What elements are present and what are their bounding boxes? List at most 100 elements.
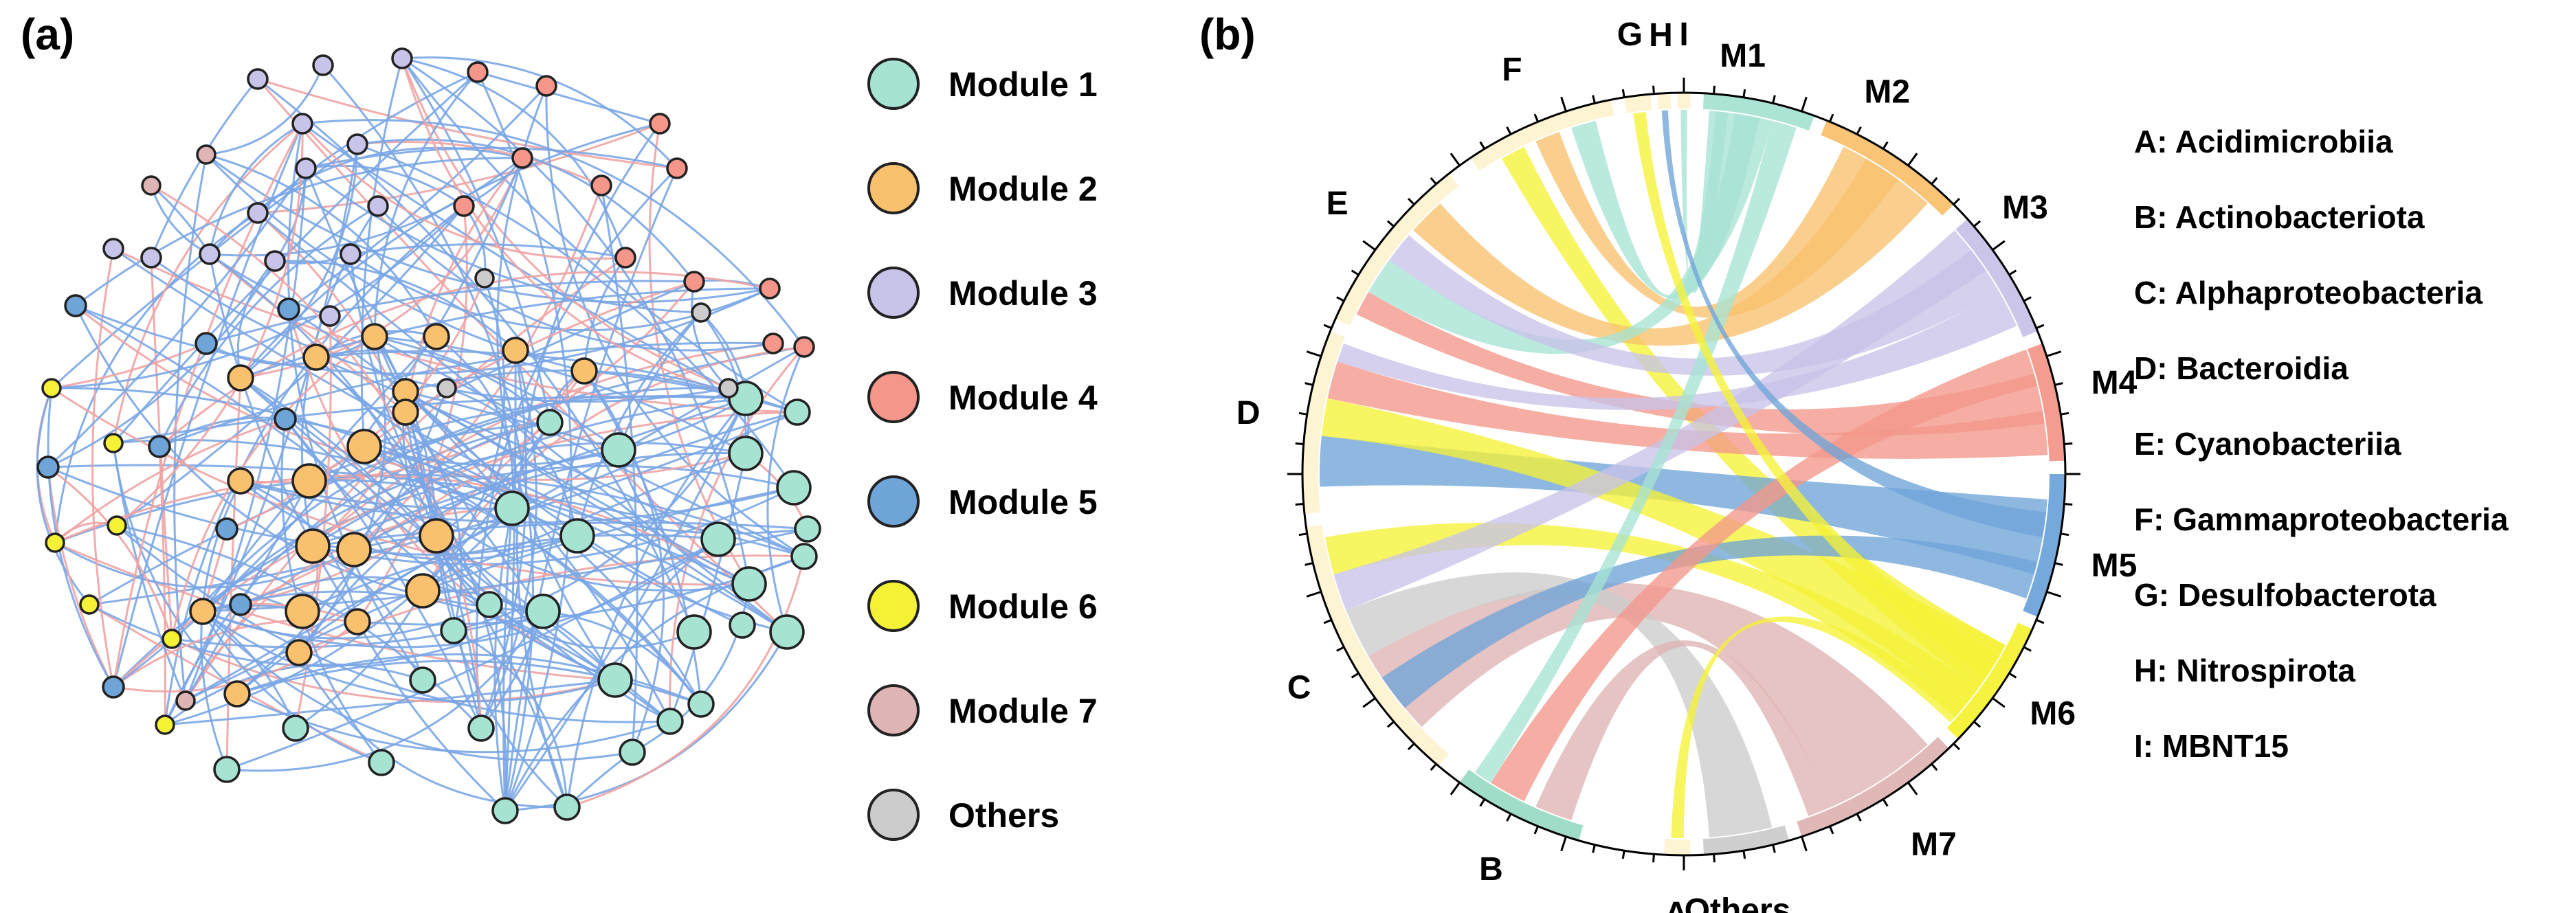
axis-tick	[2046, 350, 2062, 357]
legend-label: Module 7	[948, 692, 1098, 730]
axis-tick	[1450, 153, 1461, 166]
network-edge	[164, 663, 423, 726]
network-edge	[164, 421, 551, 725]
network-node	[784, 398, 811, 426]
network-edge	[208, 146, 523, 256]
network-node	[213, 756, 241, 783]
network-node	[762, 332, 784, 354]
taxon-key-entry: A: Acidimicrobiia	[2134, 124, 2393, 159]
network-edge	[89, 603, 544, 667]
axis-tick	[1592, 95, 1596, 104]
network-edge	[75, 304, 746, 481]
axis-tick	[1742, 850, 1746, 859]
axis-tick	[1533, 113, 1539, 122]
network-node	[368, 749, 395, 776]
axis-tick	[1430, 177, 1437, 185]
network-edge	[312, 397, 746, 548]
network-edge	[256, 212, 407, 413]
axis-tick	[1408, 743, 1415, 750]
network-node	[728, 436, 764, 471]
network-node	[312, 54, 334, 76]
taxon-key-entry: E: Cyanobacteriia	[2134, 426, 2401, 462]
network-node	[536, 409, 564, 436]
network-node	[391, 47, 413, 69]
network-edge	[201, 441, 746, 613]
legend-label: Module 1	[948, 65, 1098, 104]
axis-tick	[2036, 619, 2045, 624]
axis-tick	[1323, 324, 1332, 329]
network-node	[140, 247, 162, 269]
legend-swatch	[867, 267, 920, 319]
segment-E	[1335, 173, 1459, 326]
legend-swatch	[867, 684, 920, 736]
chord-C-M7	[1368, 583, 1928, 807]
network-edge	[583, 370, 665, 753]
chord-D-M5	[1320, 436, 2047, 575]
segment-label-Others: Others	[1685, 892, 1791, 913]
chord-ticks	[1287, 78, 2080, 870]
axis-tick	[1856, 813, 1862, 822]
axis-tick	[1430, 763, 1437, 771]
chord-I-M1	[1680, 110, 1729, 293]
network-node	[291, 113, 313, 135]
chord-B-M1	[1475, 120, 1797, 783]
axis-tick	[2008, 672, 2017, 679]
axis-tick	[1560, 836, 1567, 852]
axis-tick	[1304, 382, 1313, 386]
axis-tick	[1772, 844, 1776, 853]
axis-tick	[1560, 96, 1567, 112]
axis-tick	[1931, 177, 1938, 185]
axis-tick	[1621, 850, 1625, 859]
network-edge	[496, 85, 617, 681]
network-node	[64, 294, 87, 317]
network-edge	[54, 541, 616, 681]
network-node	[282, 714, 309, 742]
network-node	[731, 566, 767, 602]
network-node	[264, 250, 286, 272]
network-node	[511, 147, 533, 169]
taxon-key-entry: G: Desulfobacterota	[2134, 577, 2436, 613]
network-node	[274, 407, 297, 431]
network-edge	[476, 71, 573, 811]
network-node	[107, 515, 127, 536]
segment-label-H: H	[1649, 17, 1673, 54]
segment-label-C: C	[1287, 669, 1311, 706]
axis-tick	[1592, 844, 1596, 853]
taxon-key-entry: D: Bacteroidia	[2134, 350, 2349, 386]
axis-tick	[2023, 296, 2032, 302]
network-edge	[405, 390, 788, 633]
network-edge	[240, 144, 359, 379]
network-edge	[404, 412, 463, 631]
network-edge	[401, 58, 798, 414]
network-node	[687, 690, 715, 718]
network-edge	[360, 58, 403, 447]
network-edge	[36, 387, 91, 605]
network-edge	[171, 638, 616, 703]
network-edge	[75, 287, 770, 375]
legend-label: Module 6	[948, 587, 1098, 626]
network-node	[502, 337, 529, 364]
network-edge	[315, 356, 507, 811]
axis-tick	[1479, 141, 1486, 150]
network-edge	[236, 660, 702, 706]
axis-tick	[1772, 95, 1776, 104]
segment-M6	[1946, 622, 2033, 739]
network-edge	[401, 57, 751, 585]
network-edge	[185, 452, 746, 702]
network-edge	[309, 479, 578, 537]
network-node	[103, 433, 124, 453]
axis-tick	[1336, 296, 1345, 302]
axis-tick	[1336, 646, 1345, 652]
network-edge	[504, 398, 747, 811]
legend-label: Module 5	[948, 483, 1098, 521]
segment-G	[1624, 94, 1652, 113]
axis-tick	[1953, 198, 1960, 205]
network-node	[794, 515, 821, 543]
axis-tick	[1992, 697, 2006, 708]
network-node	[247, 202, 269, 224]
axis-tick	[1801, 96, 1808, 112]
chord-C-Others	[1346, 572, 1773, 837]
network-edge	[357, 138, 696, 282]
